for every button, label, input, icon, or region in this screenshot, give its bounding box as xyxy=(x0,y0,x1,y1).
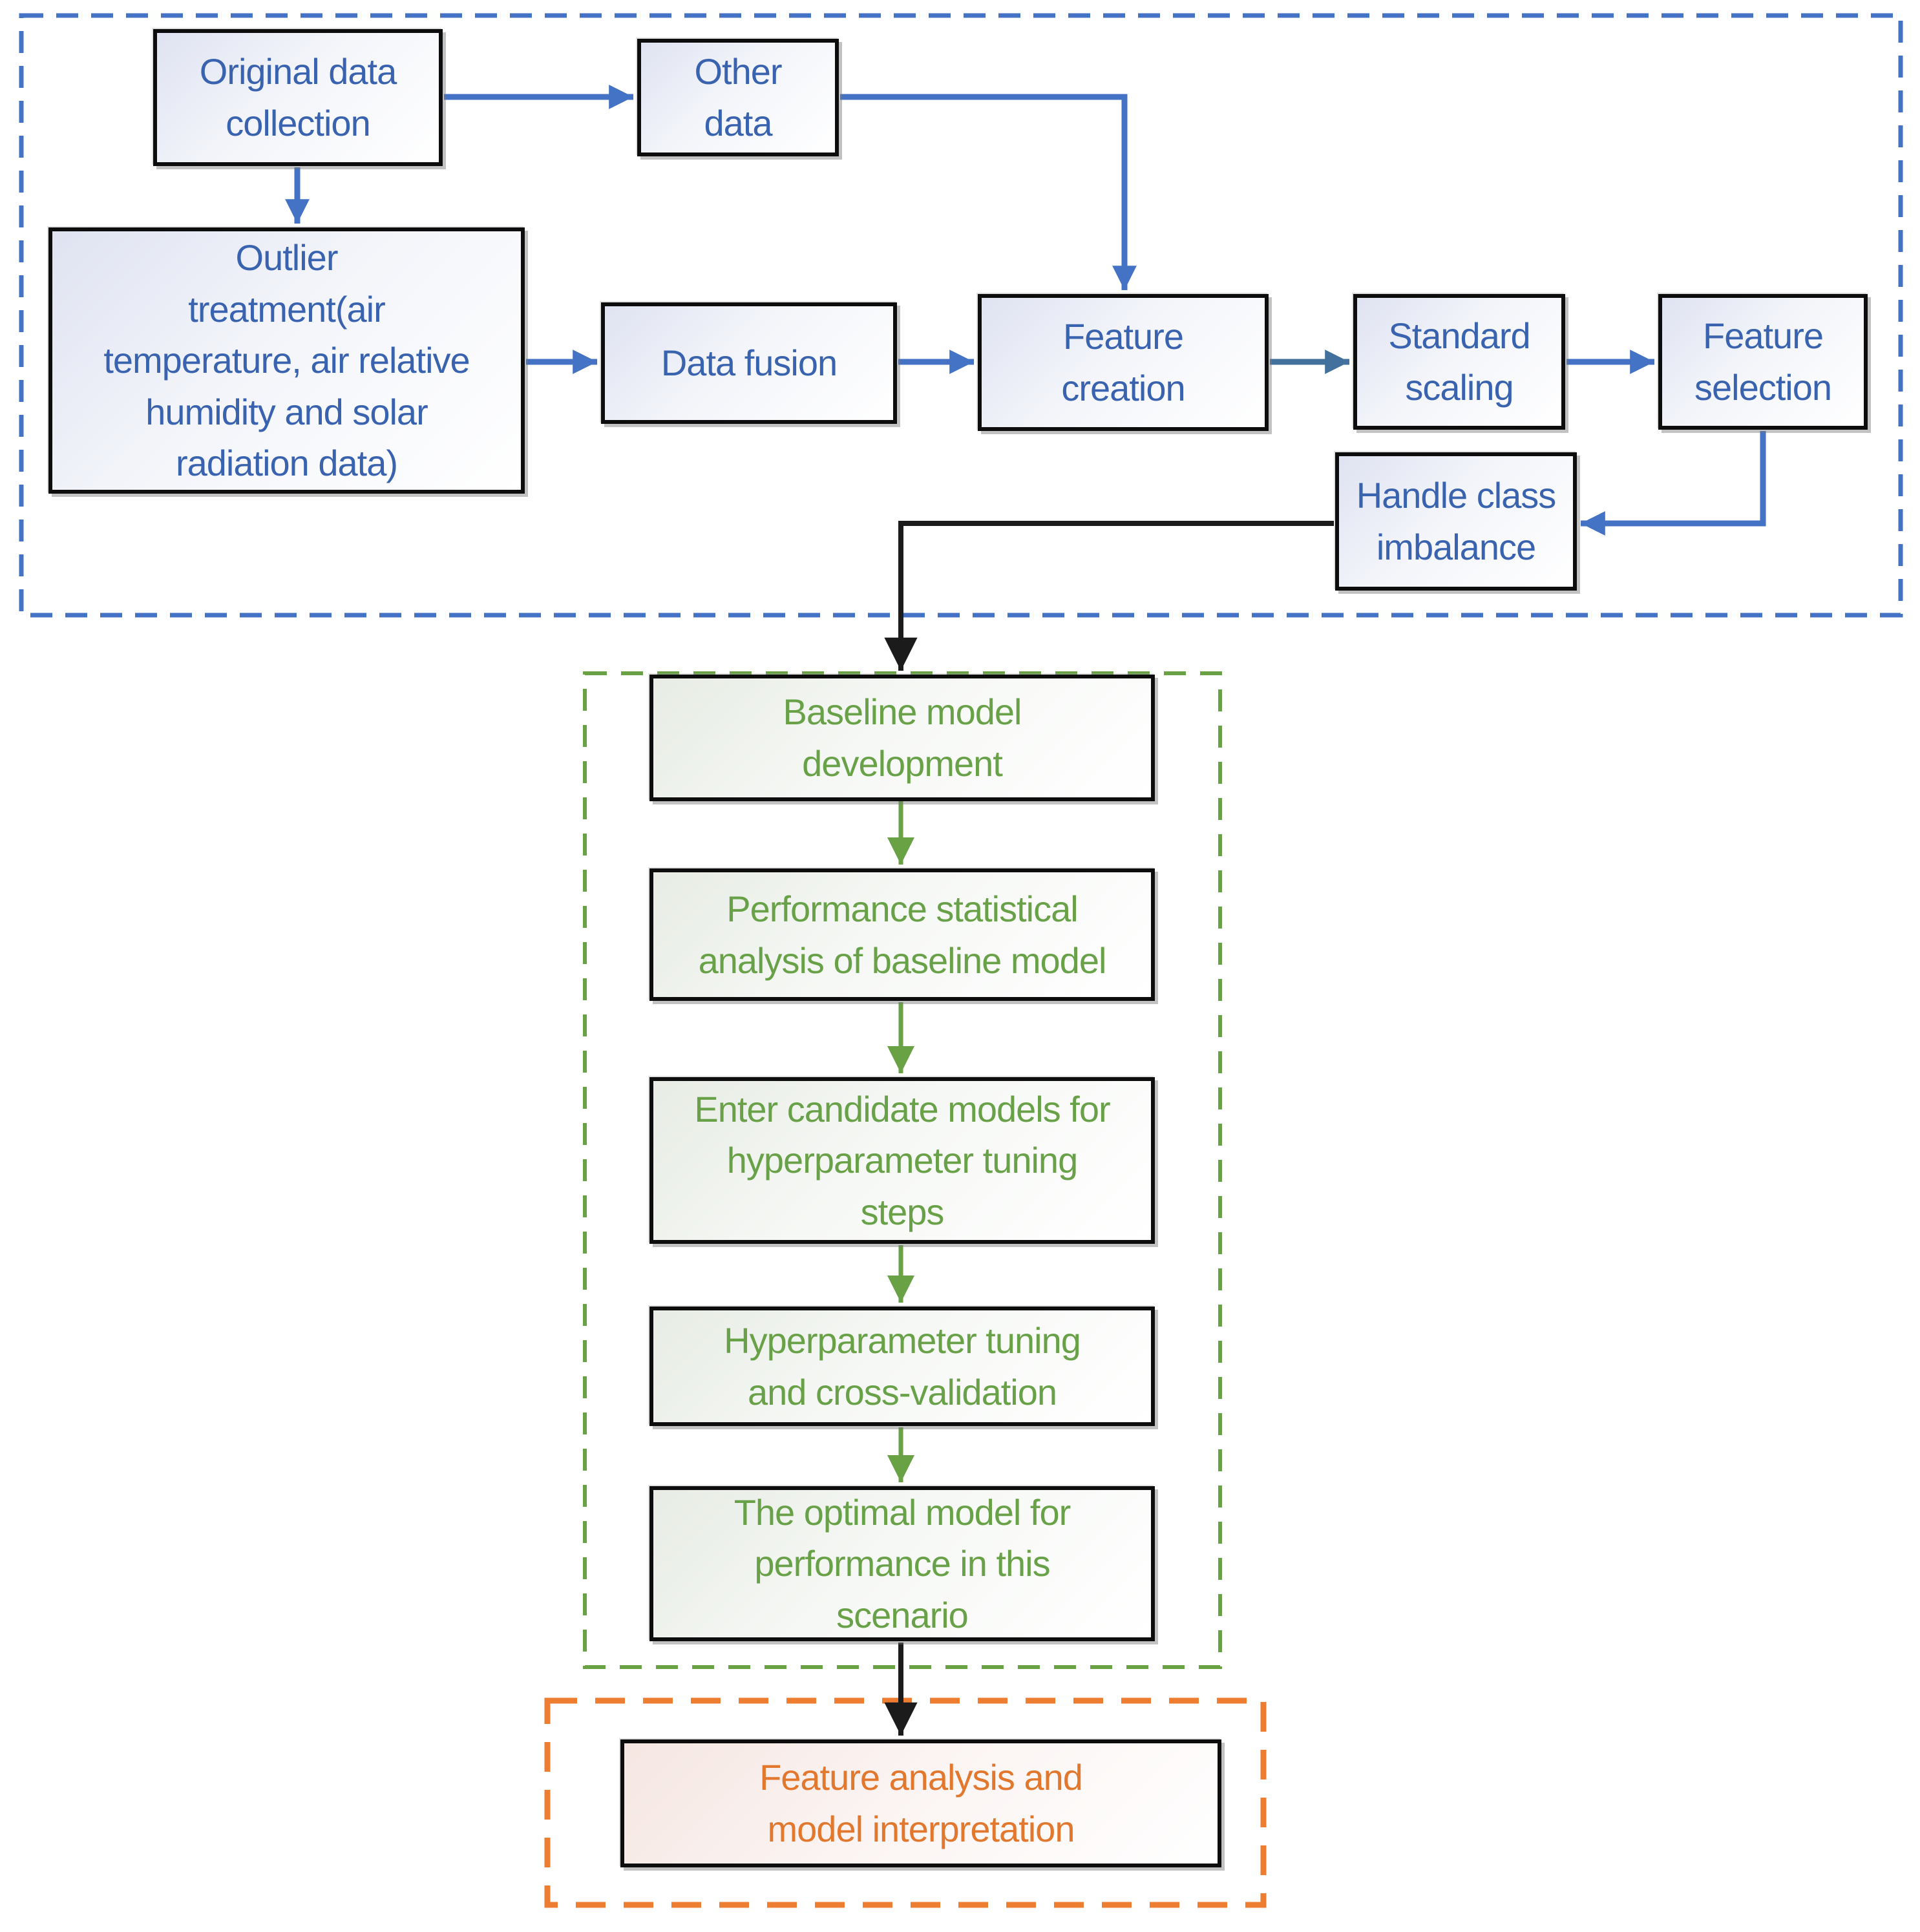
node-label: Performance statistical analysis of base… xyxy=(698,888,1107,981)
arrow-feature-selection-to-handle-class-imbalance xyxy=(1581,431,1766,536)
node-label: The optimal model for performance in thi… xyxy=(733,1491,1071,1635)
node-feature-selection: Feature selection xyxy=(1658,294,1868,430)
node-data-fusion: Data fusion xyxy=(601,302,897,424)
node-label: Feature creation xyxy=(1061,316,1185,408)
data-prep-section-border xyxy=(19,13,1903,618)
node-baseline-model-development: Baseline model development xyxy=(649,675,1155,801)
node-label: Hyperparameter tuning and cross-validati… xyxy=(724,1319,1081,1412)
node-original-data-collection: Original data collection xyxy=(153,29,443,166)
node-other-data: Other data xyxy=(637,39,839,156)
node-label: Enter candidate models for hyperparamete… xyxy=(694,1088,1110,1232)
node-feature-analysis-interpretation: Feature analysis and model interpretatio… xyxy=(620,1739,1221,1867)
node-hyperparameter-tuning: Hyperparameter tuning and cross-validati… xyxy=(649,1307,1155,1426)
node-label: Baseline model development xyxy=(783,691,1022,784)
node-label: Original data collection xyxy=(199,51,397,143)
node-label: Handle class imbalance xyxy=(1356,475,1557,567)
node-optimal-model: The optimal model for performance in thi… xyxy=(649,1486,1155,1641)
arrow-other-to-feature-creation xyxy=(840,94,1137,290)
interpretation-section-border xyxy=(544,1697,1267,1908)
node-label: Standard scaling xyxy=(1388,315,1530,408)
node-performance-statistical-analysis: Performance statistical analysis of base… xyxy=(649,868,1155,1001)
node-label: Feature selection xyxy=(1694,315,1832,408)
node-label: Data fusion xyxy=(660,342,838,384)
node-enter-candidate-models: Enter candidate models for hyperparamete… xyxy=(649,1077,1155,1244)
node-label: Feature analysis and model interpretatio… xyxy=(759,1757,1083,1849)
model-dev-section-border xyxy=(583,671,1222,1669)
node-handle-class-imbalance: Handle class imbalance xyxy=(1335,452,1577,591)
node-label: Other data xyxy=(694,51,782,143)
node-standard-scaling: Standard scaling xyxy=(1353,294,1565,430)
node-feature-creation: Feature creation xyxy=(978,294,1269,431)
node-outlier-treatment: Outlier treatment(air temperature, air r… xyxy=(48,227,525,494)
arrow-handle-class-to-baseline xyxy=(884,521,1334,671)
node-label: Outlier treatment(air temperature, air r… xyxy=(103,237,470,484)
